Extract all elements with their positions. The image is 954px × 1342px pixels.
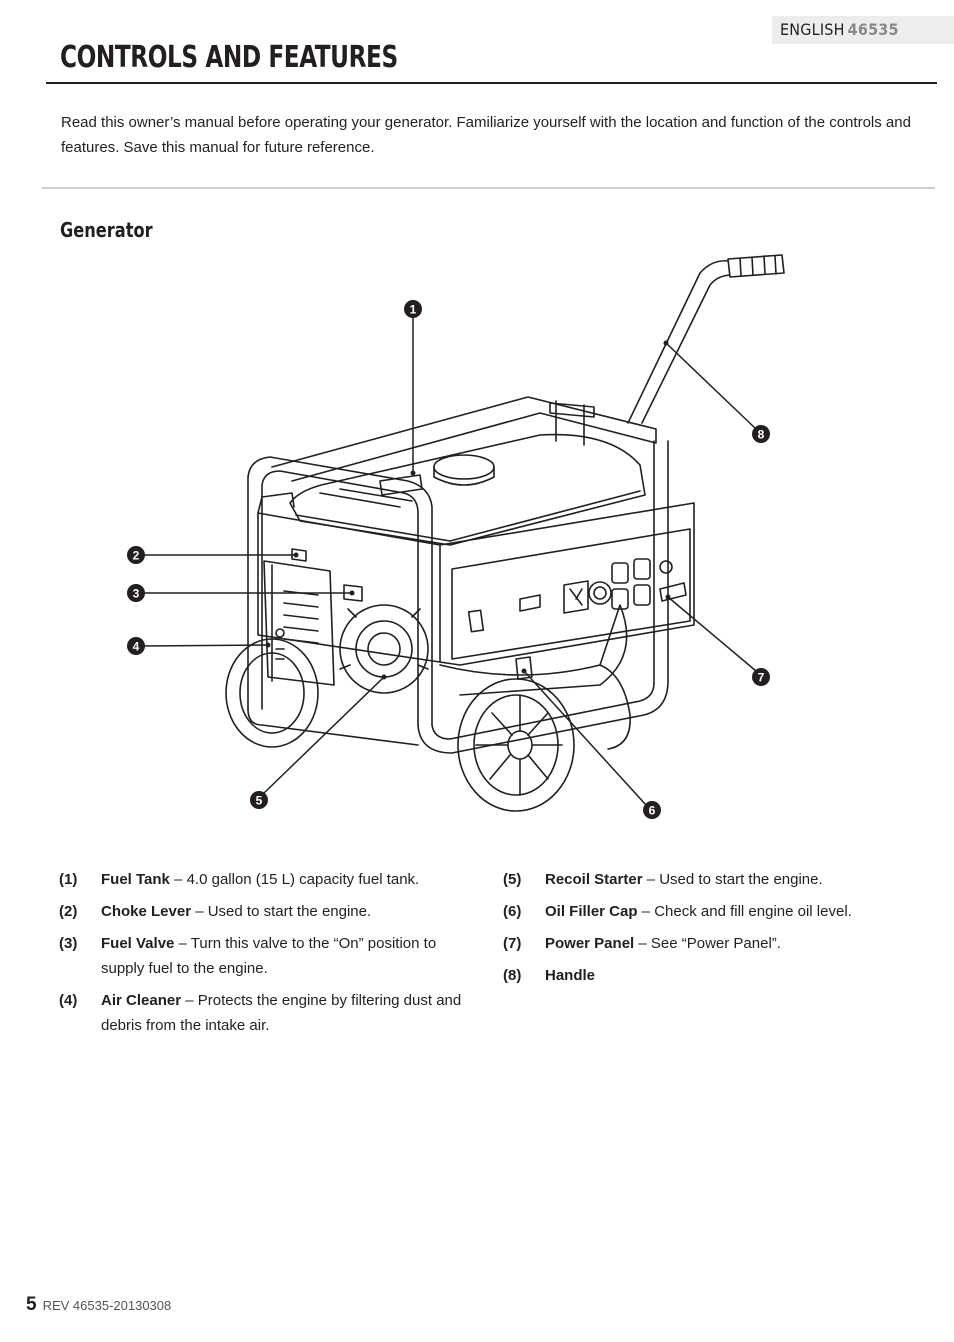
legend-name: Handle — [545, 967, 596, 984]
legend-description: – Check and fill engine oil level. — [637, 903, 852, 920]
legend-name: Power Panel — [545, 935, 635, 952]
svg-text:1: 1 — [410, 303, 417, 317]
front-wheel-right — [457, 678, 575, 812]
rear-frame — [271, 396, 657, 482]
svg-text:2: 2 — [133, 549, 140, 563]
language-label: ENGLISH — [780, 20, 845, 39]
svg-text:4: 4 — [133, 640, 140, 654]
section-divider — [42, 187, 935, 189]
legend-description: – Turn this valve to the “On” position t… — [101, 935, 437, 977]
recoil-starter-drawing — [339, 604, 429, 694]
rear-wheel-right — [599, 664, 631, 750]
legend-left: (1) Fuel Tank – 4.0 gallon (15 L) capaci… — [59, 867, 479, 1045]
legend-name: Fuel Valve — [101, 935, 175, 952]
legend-item: (1) Fuel Tank – 4.0 gallon (15 L) capaci… — [59, 867, 479, 892]
legend-description: – See “Power Panel”. — [634, 935, 781, 952]
callout-7: 7 — [752, 668, 770, 686]
legend-name: Oil Filler Cap — [545, 903, 638, 920]
fuel-valve — [343, 584, 363, 602]
legend-number: (4) — [59, 992, 78, 1009]
legend-number: (7) — [503, 935, 522, 952]
legend-number: (5) — [503, 871, 522, 888]
title-divider — [46, 82, 937, 84]
callout-4: 4 — [127, 637, 145, 655]
power-panel-drawing — [451, 528, 691, 660]
air-cleaner-drawing — [263, 560, 335, 686]
svg-text:6: 6 — [649, 804, 656, 818]
callout-3: 3 — [127, 584, 145, 602]
legend-item: (2) Choke Lever – Used to start the engi… — [59, 899, 479, 924]
fuel-tank-drawing — [289, 433, 646, 546]
page-title: CONTROLS AND FEATURES — [60, 40, 398, 75]
legend-item: (8) Handle — [503, 963, 923, 988]
legend-number: (6) — [503, 903, 522, 920]
oil-filler-cap — [515, 656, 533, 680]
front-frame — [247, 440, 669, 754]
legend-item: (7) Power Panel – See “Power Panel”. — [503, 931, 923, 956]
legend-name: Air Cleaner — [101, 992, 182, 1009]
legend-description: – 4.0 gallon (15 L) capacity fuel tank. — [169, 871, 420, 888]
svg-text:7: 7 — [758, 671, 765, 685]
legend-right: (5) Recoil Starter – Used to start the e… — [503, 867, 923, 995]
page-number: 5 — [26, 1294, 37, 1315]
handle-drawing — [627, 254, 785, 424]
svg-text:8: 8 — [758, 428, 765, 442]
intro-paragraph: Read this owner’s manual before operatin… — [61, 114, 911, 156]
callout-8: 8 — [752, 425, 770, 443]
legend-number: (8) — [503, 967, 522, 984]
section-heading: Generator — [60, 218, 153, 242]
legend-item: (5) Recoil Starter – Used to start the e… — [503, 867, 923, 892]
leader-lines — [141, 316, 757, 806]
legend-description: – Used to start the engine. — [642, 871, 823, 888]
generator-diagram: 1 2 3 4 5 6 7 8 — [127, 254, 785, 819]
legend-description: – Used to start the engine. — [191, 903, 372, 920]
legend-name: Recoil Starter — [545, 871, 643, 888]
legend-item: (4) Air Cleaner – Protects the engine by… — [59, 988, 479, 1038]
page-footer: 5 REV 46535-20130308 — [26, 1294, 171, 1316]
legend-number: (1) — [59, 871, 78, 888]
legend-item: (6) Oil Filler Cap – Check and fill engi… — [503, 899, 923, 924]
rear-wheel-left — [225, 638, 319, 748]
model-number: 46535 — [847, 20, 899, 39]
revision-code: REV 46535-20130308 — [42, 1298, 172, 1313]
legend-number: (2) — [59, 903, 78, 920]
svg-text:5: 5 — [256, 794, 263, 808]
svg-text:3: 3 — [133, 587, 140, 601]
legend-name: Choke Lever — [101, 903, 192, 920]
callout-1: 1 — [404, 300, 422, 318]
legend-description: – Protects the engine by filtering dust … — [101, 992, 462, 1034]
callout-5: 5 — [250, 791, 268, 809]
legend-name: Fuel Tank — [101, 871, 170, 888]
callout-6: 6 — [643, 801, 661, 819]
legend-number: (3) — [59, 935, 78, 952]
engine-body — [257, 502, 695, 666]
legend-item: (3) Fuel Valve – Turn this valve to the … — [59, 931, 479, 981]
callout-2: 2 — [127, 546, 145, 564]
